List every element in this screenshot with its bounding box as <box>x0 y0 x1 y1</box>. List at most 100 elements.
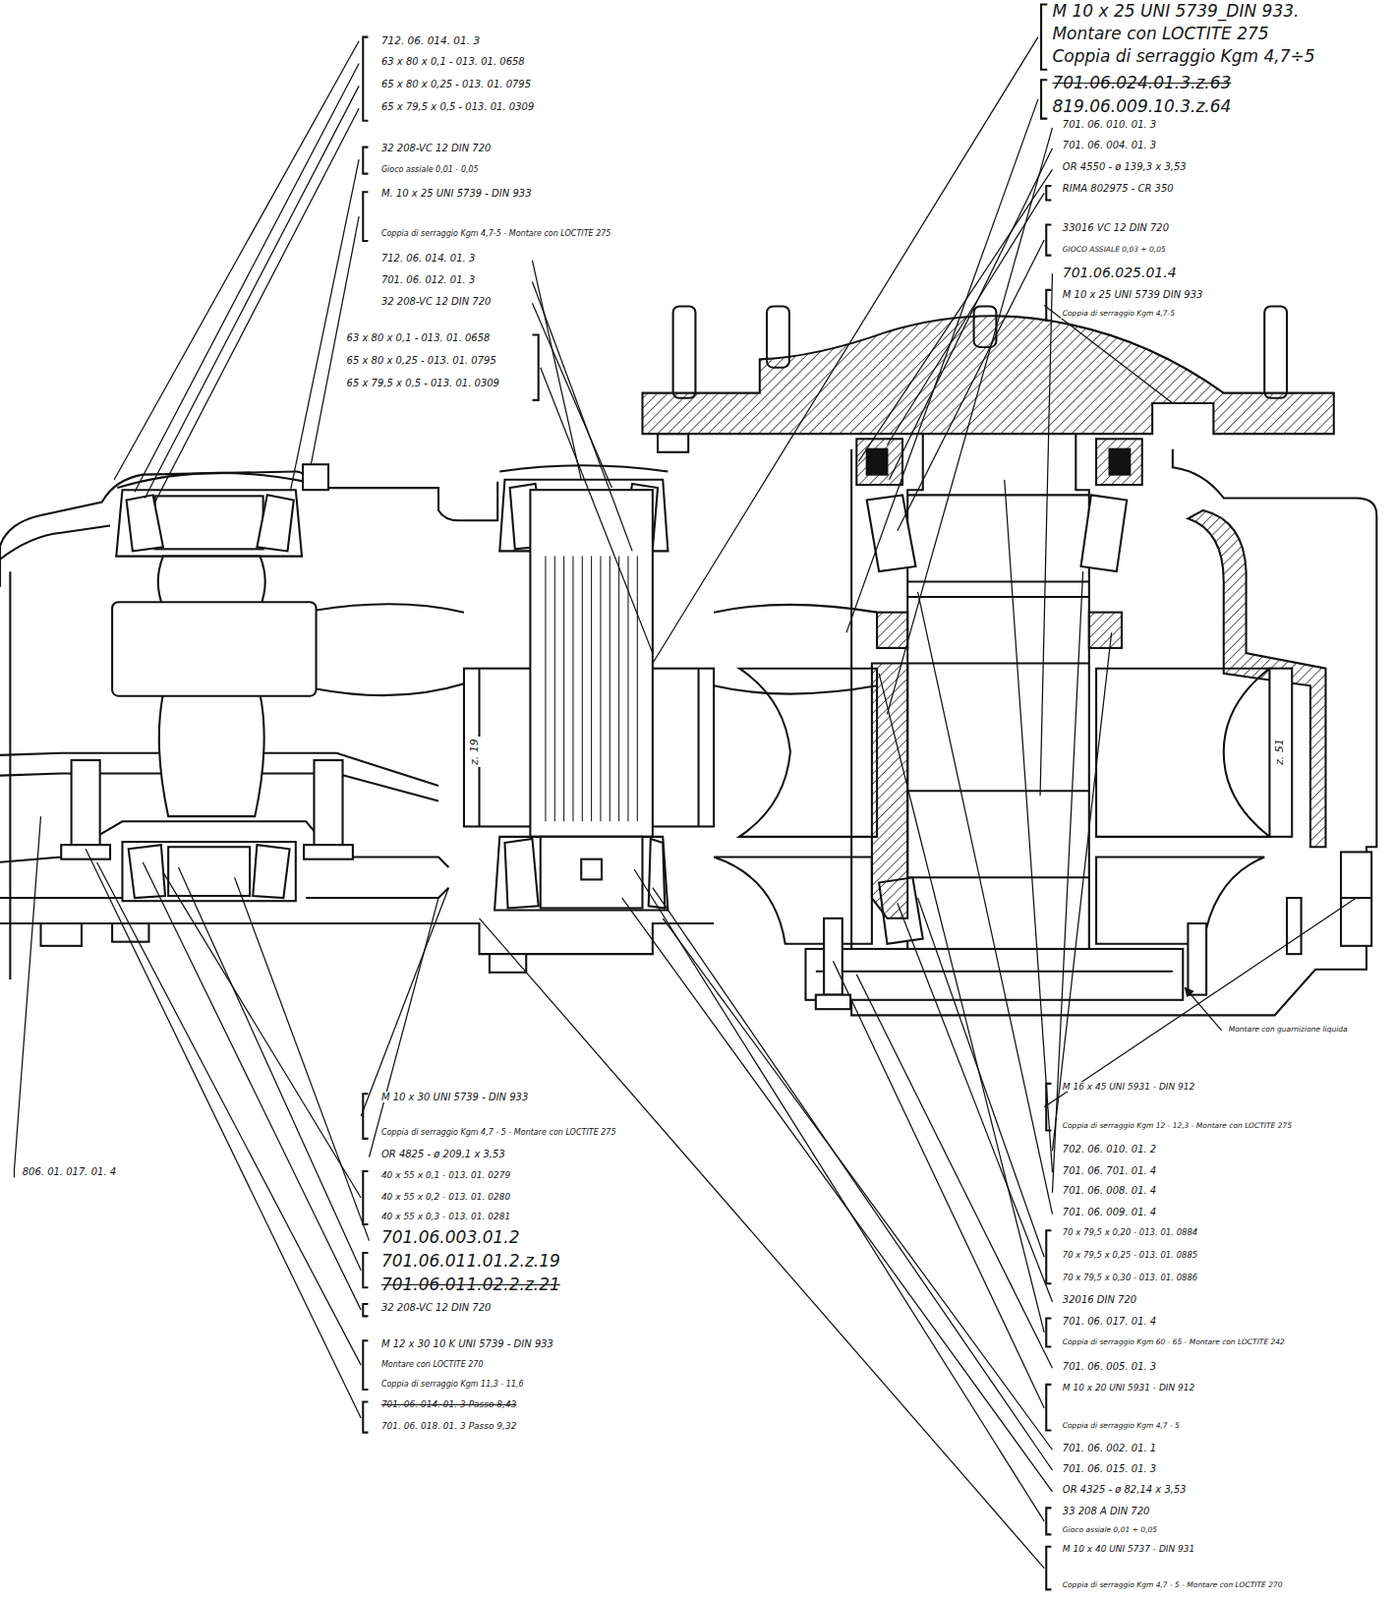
leader-line <box>832 960 1045 1407</box>
right-housing <box>1340 851 1372 945</box>
left-shaft <box>316 603 465 612</box>
stud-bolt <box>673 305 697 398</box>
part-callout: 65 x 80 x 0,25 - 013. 01. 0795 <box>379 78 533 91</box>
bracket <box>1046 1229 1051 1283</box>
leader-line <box>1004 479 1053 1172</box>
middle-shaft <box>572 556 574 822</box>
part-callout: 32 208-VC 12 DIN 720 <box>379 142 494 155</box>
part-callout: Montare con LOCTITE 270 <box>379 1359 486 1369</box>
part-callout: OR 4325 - ø 82,14 x 3,53 <box>1060 1483 1189 1496</box>
part-callout: M 10 x 30 UNI 5739 - DIN 933 <box>379 1091 530 1104</box>
stud-bolt <box>657 433 689 453</box>
middle-shaft <box>590 556 592 822</box>
bolt <box>40 464 526 973</box>
part-callout: 33016 VC 12 DIN 720 <box>1060 222 1171 234</box>
bracket <box>531 335 538 401</box>
part-callout: 701. 06. 005. 01. 3 <box>1060 1360 1159 1373</box>
leader-line <box>13 1168 15 1177</box>
right-gear <box>713 668 1292 944</box>
right-shaft <box>907 875 1090 878</box>
bracket <box>362 191 368 241</box>
part-callout: 712. 06. 014. 01. 3 <box>379 252 477 265</box>
right-gear <box>1096 857 1265 944</box>
right-shaft <box>876 612 908 648</box>
leader-line <box>531 302 612 488</box>
part-callout: Gioco assiale 0,01 - 0,05 <box>379 165 481 175</box>
middle-shaft <box>540 836 643 909</box>
part-callout: 32 208-VC 12 DIN 720 <box>379 295 494 308</box>
bracket <box>1046 1317 1051 1346</box>
bolt <box>313 759 343 847</box>
right-shaft <box>907 595 1090 598</box>
right-shaft <box>867 433 1128 980</box>
part-callout: Coppia di serraggio Kgm 4,7 - 5 <box>1060 1421 1182 1431</box>
part-callout: 40 x 55 x 0,1 - 013. 01. 0279 <box>379 1169 513 1180</box>
part-callout: Gioco assiale 0,01 ÷ 0,05 <box>1060 1525 1160 1535</box>
middle-shaft <box>544 556 546 822</box>
left-bearing <box>256 494 293 551</box>
part-callout: 806. 01. 017. 01. 4 <box>20 1165 118 1178</box>
leader-line <box>856 974 1052 1368</box>
part-callout: Coppia di serraggio Kgm 60 - 65 - Montar… <box>1060 1337 1287 1347</box>
bracket <box>1046 224 1051 255</box>
part-callout: 701.06.003.01.2 <box>379 1227 523 1248</box>
leader-line <box>290 159 359 490</box>
middle-shaft <box>618 556 620 822</box>
leader-line <box>918 591 1053 1215</box>
part-callout: 701. 06. 008. 01. 4 <box>1060 1184 1159 1197</box>
right-gear <box>713 857 872 944</box>
part-callout: 65 x 79,5 x 0,5 - 013. 01. 0309 <box>345 377 502 390</box>
leader-line <box>1184 987 1221 1031</box>
leader-line <box>858 169 1052 462</box>
middle-shaft <box>637 556 639 822</box>
left-bearing <box>116 472 306 488</box>
part-callout: 701. 06. 701. 01. 4 <box>1060 1164 1159 1177</box>
middle-shaft <box>563 556 565 822</box>
left-shaft <box>112 556 465 817</box>
part-callout: Montare con LOCTITE 275 <box>1049 24 1271 45</box>
part-callout: 40 x 55 x 0,2 - 013. 01. 0280 <box>379 1191 513 1202</box>
cover-plate <box>641 315 1334 434</box>
middle-shaft <box>697 668 700 827</box>
leader-line <box>234 876 370 1240</box>
leader-line <box>1044 304 1173 404</box>
leader-line <box>163 871 361 1198</box>
leader-line <box>1051 571 1083 1193</box>
middle-shaft <box>627 556 629 822</box>
part-callout: 701.06.011.02.2.z.21 <box>379 1275 563 1295</box>
middle-shaft <box>554 556 556 822</box>
right-shaft <box>907 661 1090 664</box>
seal-ring <box>867 449 888 475</box>
part-callout: 63 x 80 x 0,1 - 013. 01. 0658 <box>379 56 527 68</box>
right-shaft <box>1081 494 1128 572</box>
middle-shaft <box>499 465 668 471</box>
bracket <box>1046 185 1051 201</box>
seal-ring <box>856 438 903 485</box>
leader-line <box>897 239 1045 531</box>
bracket <box>362 37 368 121</box>
part-callout: 712. 06. 014. 01. 3 <box>379 34 482 47</box>
part-callout: GIOCO ASSIALE 0,03 ÷ 0,05 <box>1060 245 1168 255</box>
leader-line <box>14 815 42 1169</box>
bottom-cover <box>805 918 1207 1009</box>
stud-bolt <box>1264 305 1287 398</box>
part-callout: 701.06.011.01.2.z.19 <box>379 1251 563 1272</box>
part-callout: 70 x 79,5 x 0,30 - 013. 01. 0886 <box>1060 1273 1201 1283</box>
left-housing <box>305 887 449 898</box>
leader-line <box>622 897 1053 1492</box>
part-callout: M 16 x 45 UNI 5931 - DIN 912 <box>1060 1081 1198 1092</box>
part-callout: 33 208 A DIN 720 <box>1060 1505 1153 1517</box>
leader-line <box>97 862 362 1365</box>
part-callout: Montare con guarnizione liquida <box>1226 1025 1350 1035</box>
part-callout: 701. 06. 012. 01. 3 <box>379 274 477 287</box>
part-callout: Coppia di serraggio Kgm 12 - 12,3 - Mont… <box>1060 1121 1294 1131</box>
leader-line <box>531 282 633 552</box>
left-housing <box>0 470 714 980</box>
bracket <box>362 3 1051 1589</box>
bracket <box>1046 290 1051 321</box>
left-bearing <box>116 489 302 556</box>
part-callout: M 10 x 25 UNI 5739_DIN 933. <box>1049 1 1301 22</box>
left-housing <box>328 481 498 521</box>
